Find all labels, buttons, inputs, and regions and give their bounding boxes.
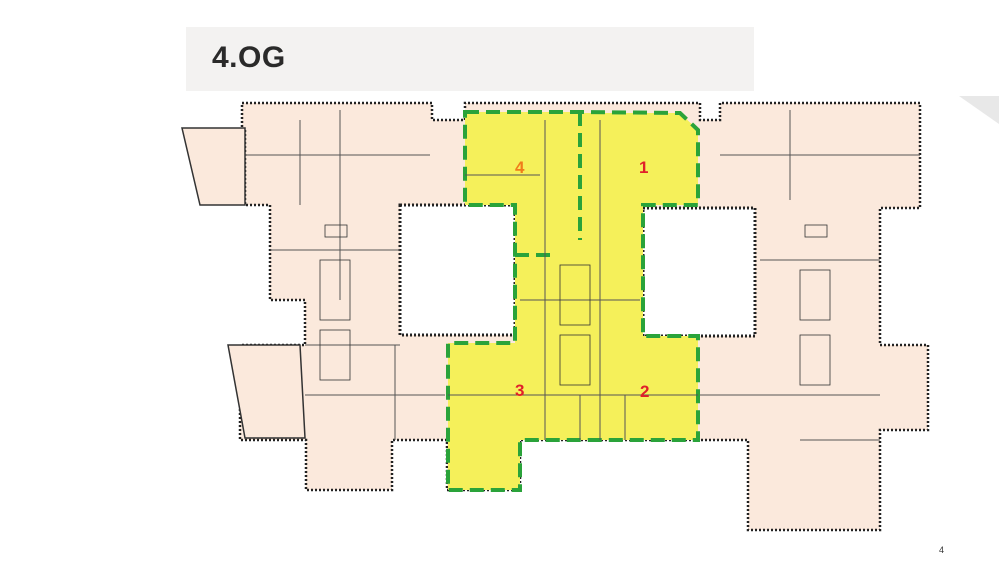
stair-cores [319,224,831,386]
corner-decoration [959,96,999,124]
annex-lower-left [227,344,306,439]
title-bar: 4.OG [186,27,754,91]
courtyard-left [398,203,517,337]
annex-upper-left [181,127,246,206]
page-title: 4.OG [212,41,286,74]
page-number: 4 [938,545,944,555]
zone-borders [446,110,700,492]
zone-label-1: 1 [639,158,648,177]
interior-walls [245,110,920,441]
zone-label-4: 4 [515,158,525,177]
courtyard-right [641,206,757,338]
zone-label-3: 3 [515,381,524,400]
zone-label-2: 2 [640,382,649,401]
